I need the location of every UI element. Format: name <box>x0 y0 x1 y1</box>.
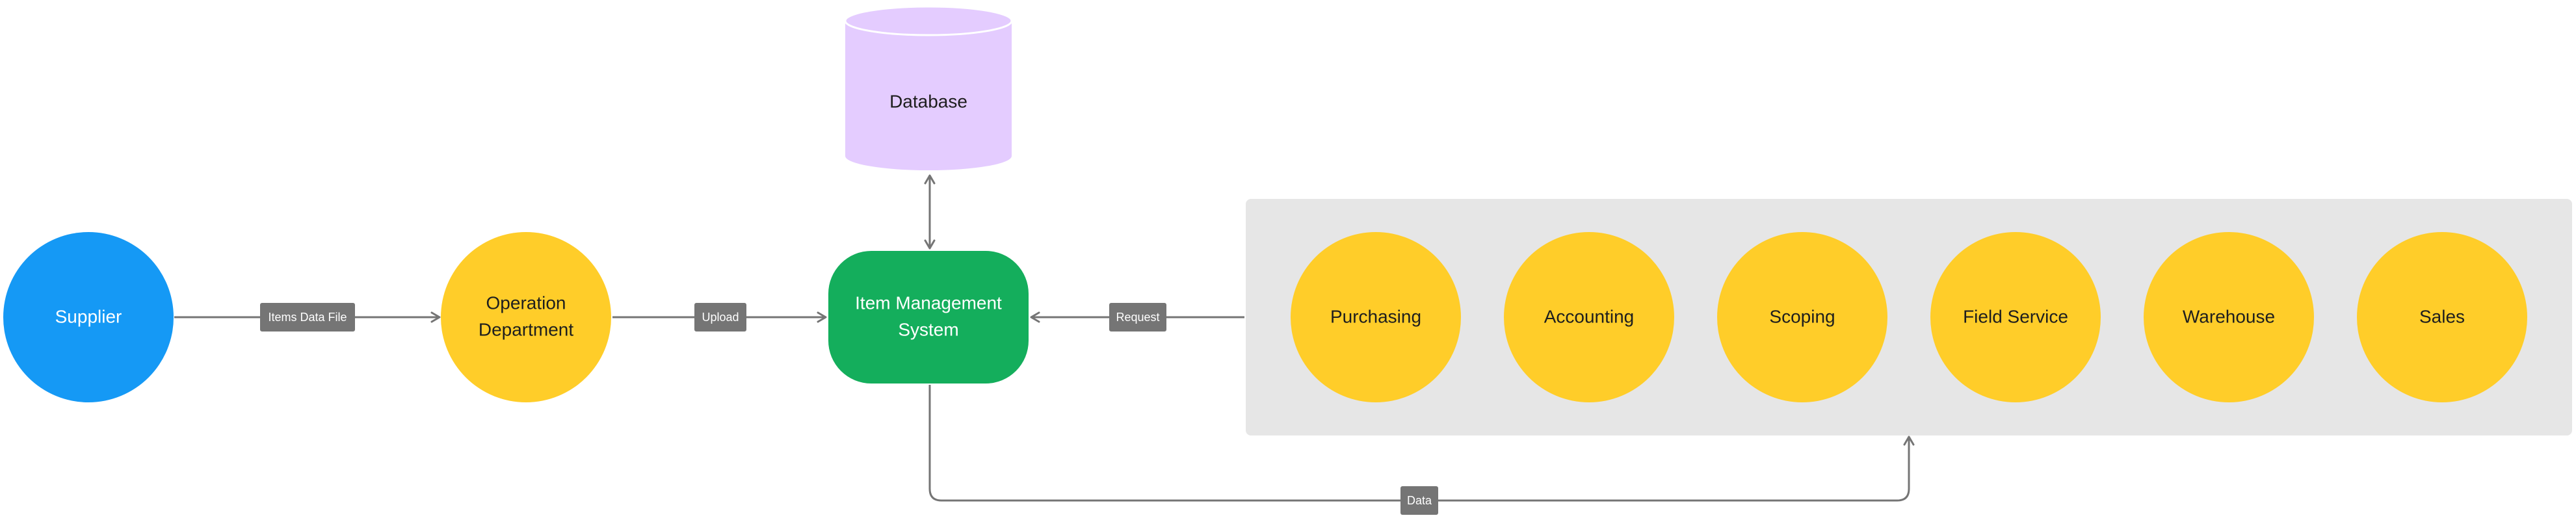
department-circle <box>1291 232 1461 402</box>
department-node-accounting: Accounting <box>1504 232 1674 402</box>
department-label: Accounting <box>1544 306 1635 326</box>
operation-department-label-line2: Department <box>479 319 574 339</box>
department-circle <box>1717 232 1887 402</box>
operation-department-node: Operation Department <box>441 232 611 402</box>
department-node-sales: Sales <box>2357 232 2527 402</box>
edge-label-text: Upload <box>702 311 739 324</box>
supplier-label: Supplier <box>55 306 122 326</box>
supplier-node: Supplier <box>3 232 174 402</box>
item-management-system-node: Item Management System <box>828 251 1029 384</box>
department-node-warehouse: Warehouse <box>2144 232 2314 402</box>
edge-label-request: Request <box>1109 303 1166 332</box>
department-circle <box>1504 232 1674 402</box>
department-node-field-service: Field Service <box>1930 232 2101 402</box>
department-label: Purchasing <box>1330 306 1421 326</box>
department-node-purchasing: Purchasing <box>1291 232 1461 402</box>
edge-label-data: Data <box>1400 486 1438 515</box>
department-label: Sales <box>2419 306 2465 326</box>
operation-department-label-line1: Operation <box>486 292 566 313</box>
edge-label-upload: Upload <box>694 303 746 332</box>
item-management-system-label-line1: Item Management <box>855 292 1002 313</box>
department-circle <box>1930 232 2101 402</box>
department-node-scoping: Scoping <box>1717 232 1887 402</box>
edge-label-text: Data <box>1407 494 1432 507</box>
database-node: Database <box>844 5 1013 170</box>
department-nodes: Purchasing Accounting Scoping Field Service… <box>1291 232 2527 402</box>
item-management-system-label-line2: System <box>898 319 958 339</box>
edge-label-items-data-file: Items Data File <box>260 303 355 332</box>
department-label: Scoping <box>1769 306 1835 326</box>
department-label: Field Service <box>1963 306 2068 326</box>
edge-label-text: Items Data File <box>268 311 347 324</box>
database-label: Database <box>889 91 967 111</box>
edge-label-text: Request <box>1116 311 1159 324</box>
department-circle <box>2144 232 2314 402</box>
department-circle <box>2357 232 2527 402</box>
department-label: Warehouse <box>2183 306 2275 326</box>
